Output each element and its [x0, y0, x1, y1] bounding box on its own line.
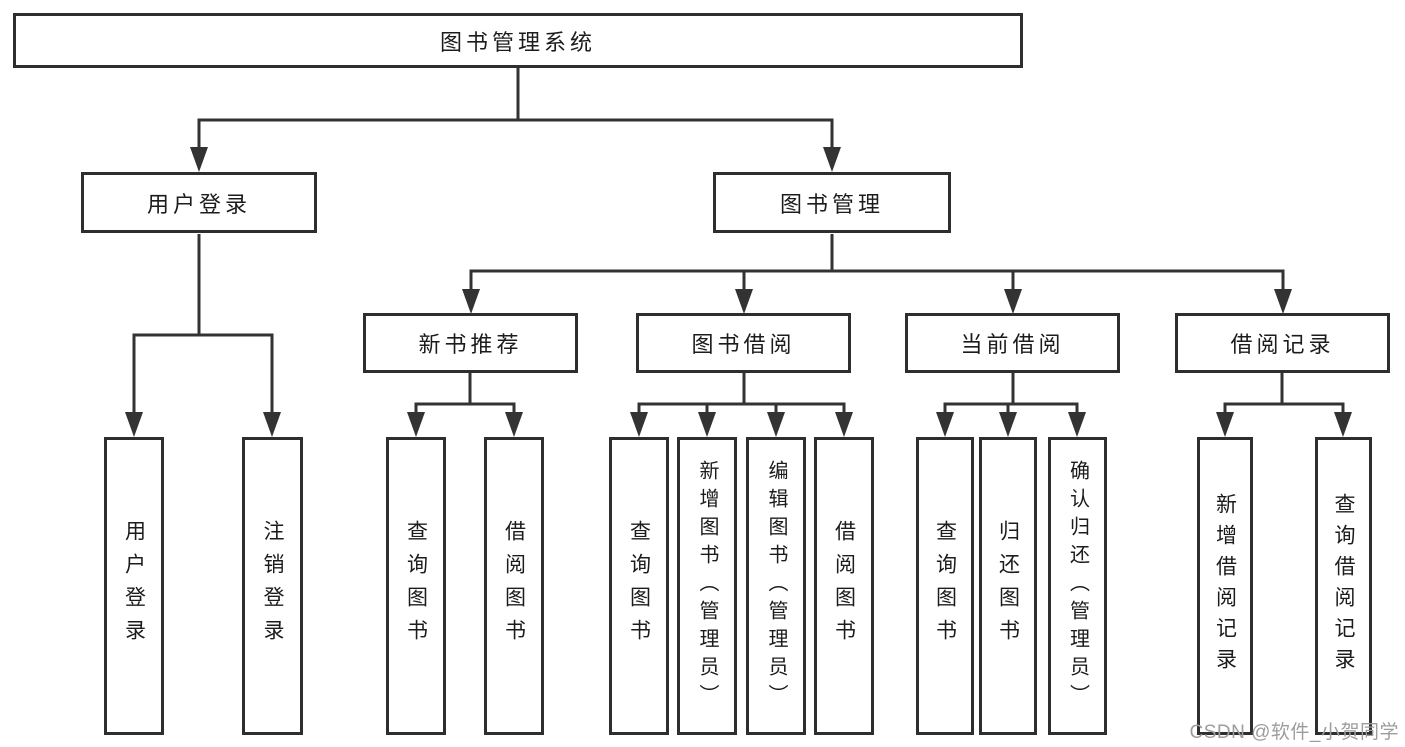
node-book-management: 图书管理 — [713, 172, 951, 233]
node-label: 注销登录 — [261, 520, 284, 652]
leaf-return-book: 归还图书 — [979, 437, 1037, 735]
leaf-borrow-books: 借阅图书 — [814, 437, 874, 735]
leaf-add-book-admin: 新增图书（管理员） — [677, 437, 737, 735]
csdn-watermark: CSDN @软件_小贺同学 — [1189, 722, 1399, 743]
arrowhead-icon — [407, 412, 425, 437]
leaf-confirm-return-admin: 确认归还（管理员） — [1048, 437, 1107, 735]
arrowhead-icon — [1068, 412, 1086, 437]
leaf-query-borrow-record: 查询借阅记录 — [1315, 437, 1372, 735]
node-book-borrow: 图书借阅 — [636, 313, 851, 373]
leaf-query-books-borrow: 查询图书 — [609, 437, 669, 735]
node-label: 借阅图书 — [832, 520, 856, 652]
arrowhead-icon — [263, 412, 281, 437]
node-label: 新增借阅记录 — [1213, 493, 1237, 679]
leaf-query-books-recommend: 查询图书 — [386, 437, 446, 735]
node-label: 查询图书 — [627, 520, 651, 652]
node-label: 查询借阅记录 — [1332, 493, 1355, 679]
arrowhead-icon — [767, 412, 785, 437]
arrowhead-icon — [462, 289, 480, 314]
node-label: 图书管理系统 — [439, 29, 596, 55]
arrowhead-icon — [698, 412, 716, 437]
arrowhead-icon — [999, 412, 1017, 437]
node-label: 归还图书 — [996, 520, 1020, 652]
node-label: 当前借阅 — [960, 332, 1065, 357]
arrowhead-icon — [1216, 412, 1234, 437]
node-label: 新增图书（管理员） — [696, 460, 718, 712]
leaf-user-login: 用户登录 — [104, 437, 164, 735]
node-label: 查询图书 — [404, 520, 428, 652]
node-label: 编辑图书（管理员） — [765, 460, 787, 712]
leaf-borrow-books-recommend: 借阅图书 — [484, 437, 544, 735]
leaf-query-books-current: 查询图书 — [916, 437, 974, 735]
arrowhead-icon — [823, 147, 841, 172]
arrowhead-icon — [630, 412, 648, 437]
arrowhead-icon — [1004, 289, 1022, 314]
node-label: 用户登录 — [122, 520, 146, 652]
node-label: 图书管理 — [779, 191, 884, 217]
node-label: 借阅记录 — [1230, 332, 1335, 357]
node-label: 新书推荐 — [418, 332, 523, 357]
node-label: 确认归还（管理员） — [1066, 460, 1089, 712]
leaf-logout: 注销登录 — [242, 437, 303, 735]
leaf-edit-book-admin: 编辑图书（管理员） — [746, 437, 806, 735]
leaf-add-borrow-record: 新增借阅记录 — [1197, 437, 1253, 735]
node-new-book-recommend: 新书推荐 — [363, 313, 578, 373]
node-label: 图书借阅 — [691, 332, 796, 357]
arrowhead-icon — [1334, 412, 1352, 437]
arrowhead-icon — [505, 412, 523, 437]
arrowhead-icon — [735, 289, 753, 314]
node-borrow-records: 借阅记录 — [1175, 313, 1390, 373]
arrowhead-icon — [125, 412, 143, 437]
node-label: 查询图书 — [933, 520, 957, 652]
arrowhead-icon — [835, 412, 853, 437]
arrowhead-icon — [190, 147, 208, 172]
node-root-system: 图书管理系统 — [13, 13, 1023, 68]
node-user-login: 用户登录 — [81, 172, 317, 233]
node-label: 用户登录 — [146, 191, 251, 217]
node-current-borrow: 当前借阅 — [905, 313, 1120, 373]
arrowhead-icon — [1274, 289, 1292, 314]
arrowhead-icon — [936, 412, 954, 437]
node-label: 借阅图书 — [502, 520, 526, 652]
